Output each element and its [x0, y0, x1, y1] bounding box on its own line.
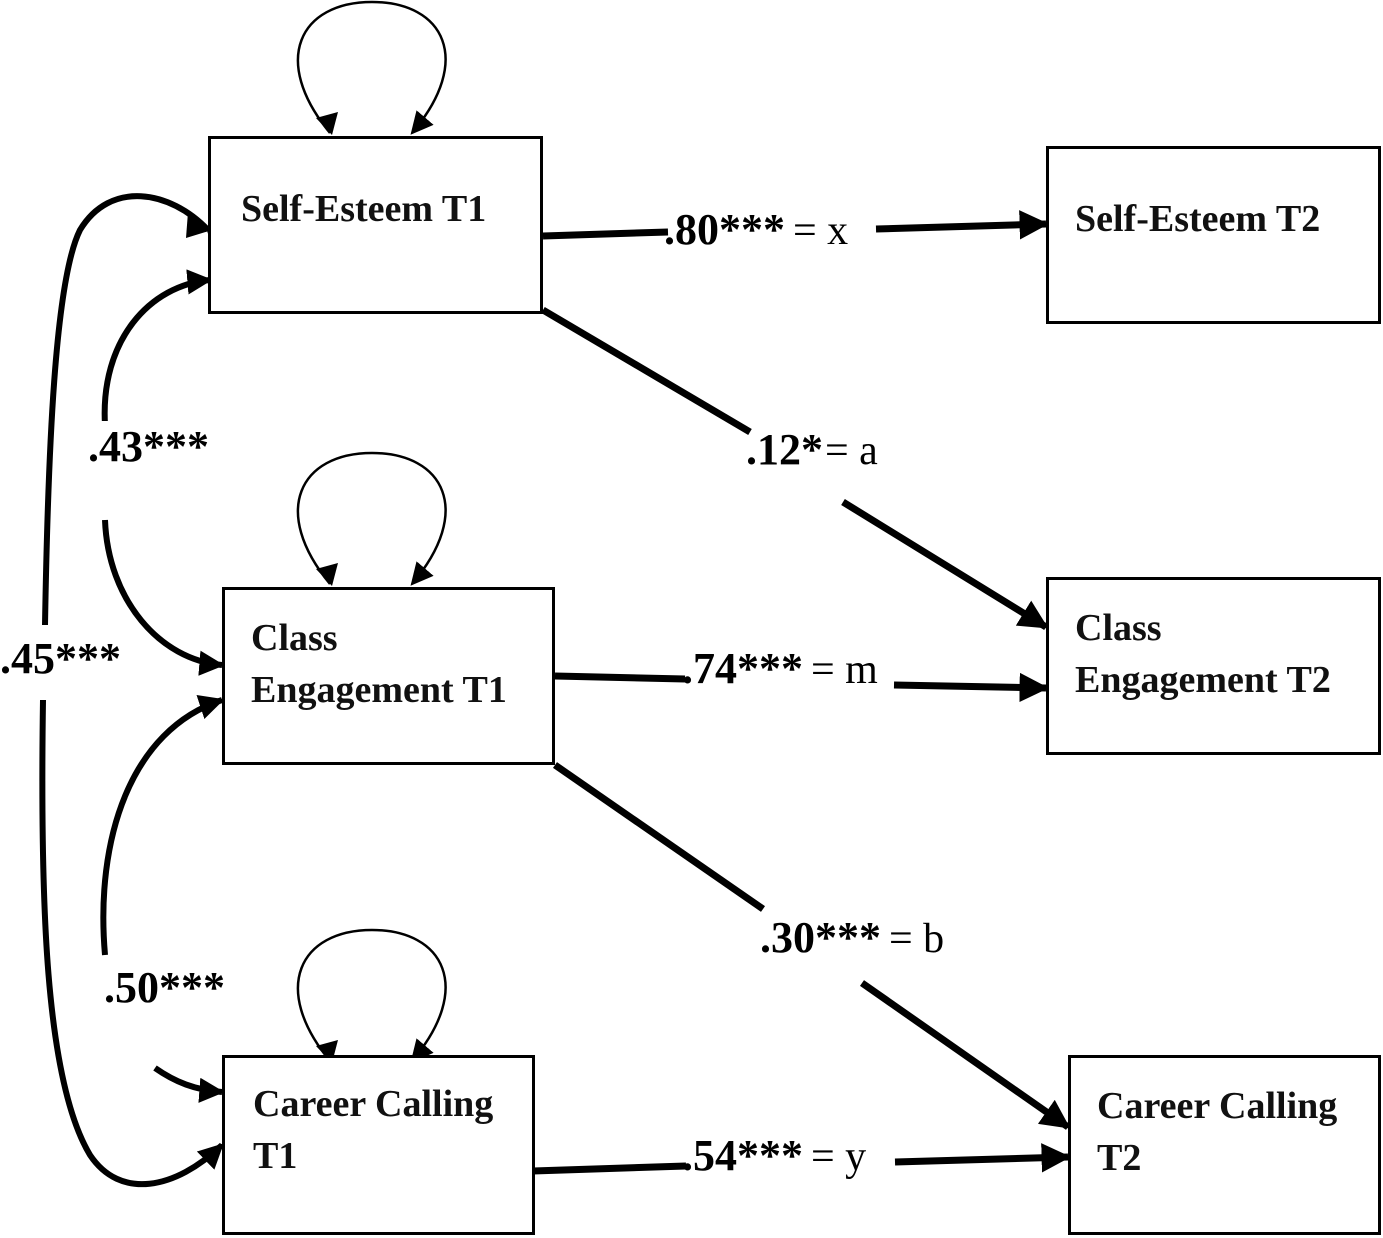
cov-arc-se-cc-top [42, 193, 233, 626]
cov-label-se-ce: .43*** [88, 421, 209, 472]
cov-arc-se-cc-bottom [39, 699, 225, 1188]
cov-arc-se-ce-top [101, 269, 213, 426]
path-eq: = a [825, 428, 878, 474]
loop-arrowhead-2 [316, 563, 338, 586]
residual-loop-class-engagement-t1 [296, 451, 447, 586]
residual-loop-career-calling-t1 [296, 928, 447, 1063]
cov-arc-ce-cc-top [100, 695, 225, 956]
cov-arc-ce-cc-bottom [153, 1065, 225, 1103]
path-a-segment-1 [541, 306, 752, 436]
cov-label-ce-cc: .50*** [104, 962, 225, 1013]
path-label-b: .30***= b [760, 912, 944, 963]
path-coef: .12* [746, 425, 823, 474]
path-x-segment-2 [875, 210, 1049, 240]
path-label-m: .74***= m [682, 643, 878, 694]
cov-label-se-cc: .45*** [0, 633, 121, 684]
node-self-esteem-t1: Self-Esteem T1 [208, 136, 543, 314]
path-eq: = y [811, 1134, 867, 1180]
node-label: Self-Esteem T2 [1075, 198, 1321, 240]
path-eq: = b [889, 916, 945, 962]
path-label-a: .12*= a [746, 424, 878, 475]
path-coef: .30*** [760, 913, 881, 962]
path-m-segment-2 [893, 672, 1049, 703]
path-label-y: .54***= y [682, 1130, 866, 1181]
path-b-segment-2 [859, 980, 1071, 1130]
node-label: Self-Esteem T1 [241, 188, 487, 230]
path-coef: .54*** [682, 1131, 803, 1180]
path-eq: = m [811, 647, 878, 693]
path-coef: .80*** [664, 205, 785, 254]
path-coef: .74*** [682, 644, 803, 693]
path-x-segment-1 [542, 228, 669, 240]
residual-loop-self-esteem-t1 [296, 0, 447, 135]
path-y-segment-2 [894, 1143, 1071, 1173]
path-m-segment-1 [554, 672, 686, 683]
path-label-x: .80***= x [664, 204, 848, 255]
cov-arc-se-ce-bottom [102, 519, 225, 676]
path-a-segment-2 [841, 499, 1049, 630]
node-self-esteem-t2: Self-Esteem T2 [1046, 146, 1381, 324]
cov-arrowhead-se-cc-top [186, 212, 212, 238]
path-eq: = x [793, 208, 849, 254]
path-b-segment-1 [553, 762, 765, 912]
loop-arrowhead-1 [316, 112, 338, 135]
path-y-segment-1 [532, 1162, 687, 1175]
